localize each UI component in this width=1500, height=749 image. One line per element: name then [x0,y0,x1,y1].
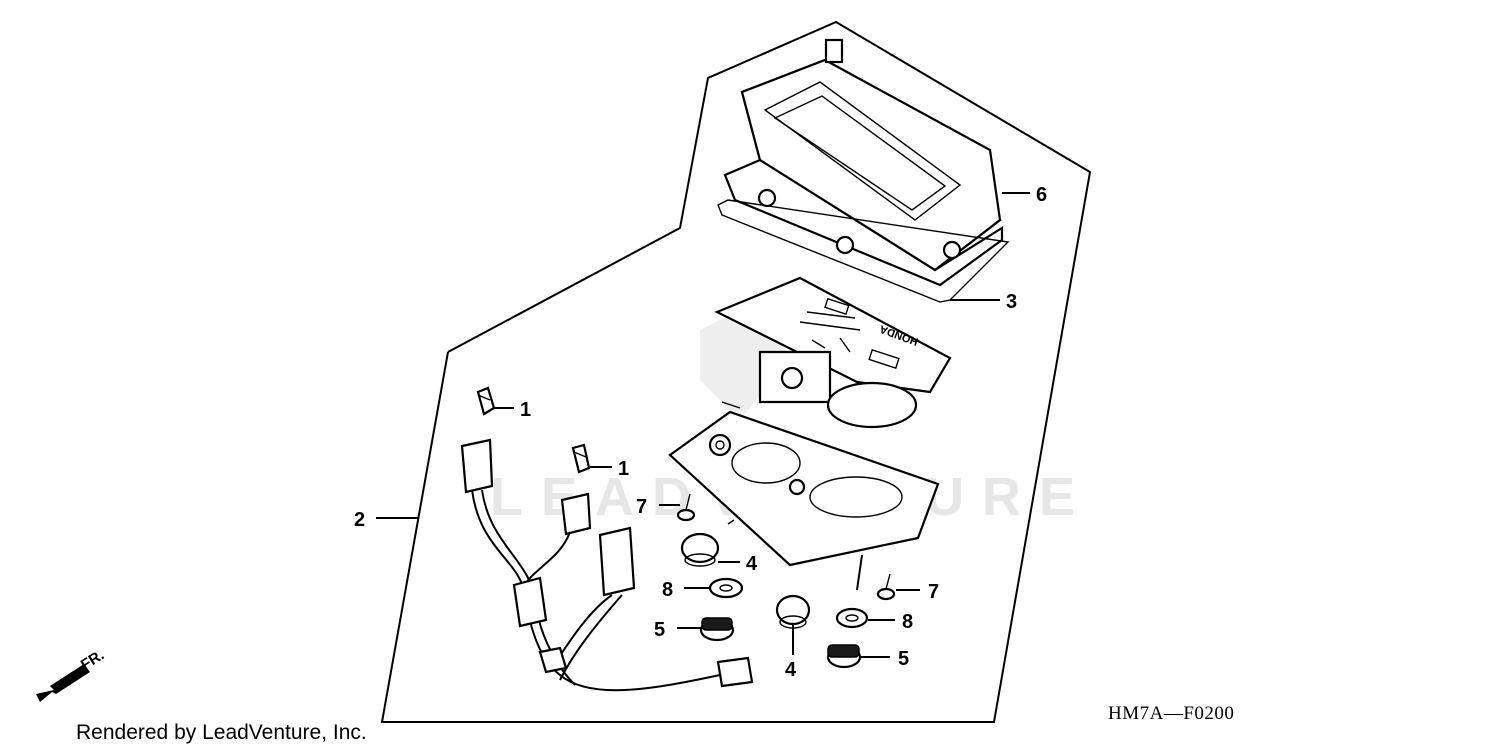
screw-7a [676,493,696,522]
rubber-mount-5b [826,644,862,669]
callout-7: 7 [636,496,647,518]
callout-4: 4 [746,553,758,575]
callout-8: 8 [662,579,673,601]
wire-harness [460,438,754,692]
callout-4: 4 [785,659,797,681]
callout-5: 5 [898,648,909,670]
leader-lines [376,192,1030,658]
callout-labels: 1 1 2 3 4 4 5 5 6 7 7 8 8 [354,184,1047,681]
stud-bolt [856,554,863,591]
callout-7: 7 [928,581,939,603]
rubber-mount-5a [699,617,735,642]
grommet-4a [680,532,720,567]
callout-1: 1 [618,458,629,480]
bulb-1b [571,443,591,474]
callout-6: 6 [1036,184,1047,206]
callout-3: 3 [1006,291,1017,313]
meter-lower-housing [668,401,940,567]
collar-8b [835,607,869,629]
collar-8a [708,577,744,599]
screw-7b [876,573,896,601]
front-arrow-icon [36,664,90,702]
callout-5: 5 [654,619,665,641]
footer-credit: Rendered by LeadVenture, Inc. [76,721,367,744]
callout-2: 2 [354,509,365,531]
bulb-1a [476,386,496,416]
grommet-4b [775,594,811,629]
callout-1: 1 [520,399,531,421]
drawing-code: HM7A—F0200 [1108,703,1234,724]
callout-8: 8 [902,611,913,633]
meter-case [723,38,1004,287]
front-direction-indicator: FR. [36,647,107,702]
group-boundary-outline [380,20,1092,723]
